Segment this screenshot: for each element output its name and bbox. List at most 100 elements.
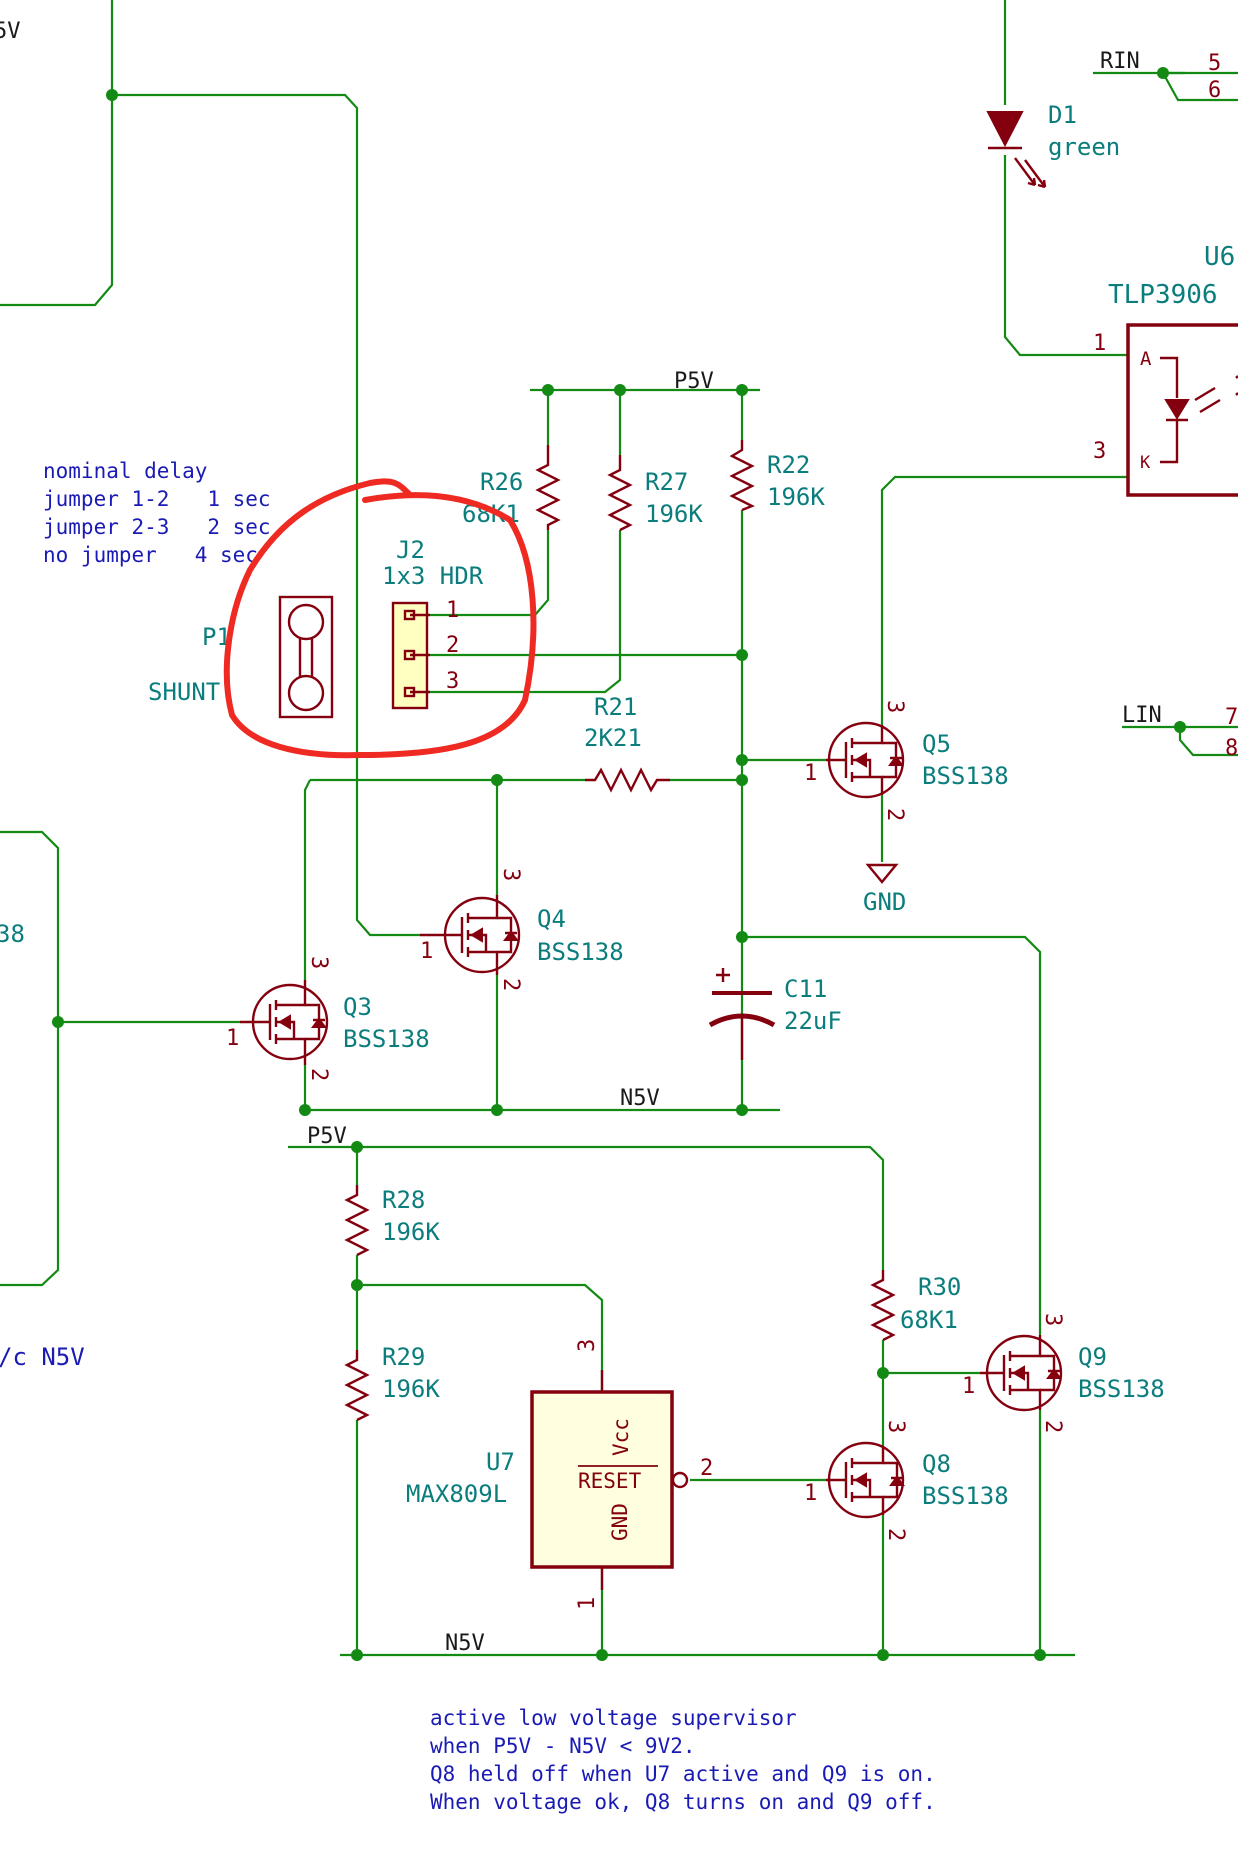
wire-p5v-bottom	[288, 1145, 885, 1270]
junctions	[52, 67, 1186, 1661]
pin-rin-5: 5	[1208, 51, 1221, 76]
j2-pin2: 2	[446, 633, 459, 658]
resistor-r30[interactable]: R30 68K1	[870, 1270, 961, 1342]
supervisor-note-line-4: When voltage ok, Q8 turns on and Q9 off.	[430, 1790, 936, 1814]
net-label-p5v-top: P5V	[674, 369, 714, 394]
r29-ref: R29	[382, 1343, 425, 1371]
q4-pin-source: 2	[498, 978, 523, 991]
r22-ref: R22	[767, 451, 810, 479]
net-label-5v: 5V	[0, 19, 21, 44]
q4-ref: Q4	[537, 905, 566, 933]
q4-value: BSS138	[537, 938, 624, 966]
delay-note: nominal delay jumper 1-2 1 sec jumper 2-…	[43, 459, 271, 567]
gnd-label: GND	[863, 888, 906, 916]
q4-pin-drain: 3	[498, 868, 523, 881]
c11-ref: C11	[784, 975, 827, 1003]
q9-ref: Q9	[1078, 1343, 1107, 1371]
resistor-r21[interactable]: R21 2K21	[584, 693, 670, 793]
optocoupler-u6[interactable]: U6 TLP3906 1 3 A K	[1093, 242, 1238, 497]
r30-ref: R30	[918, 1273, 961, 1301]
supervisor-note-line-2: when P5V - N5V < 9V2.	[430, 1734, 696, 1758]
j2-ref: J2	[396, 536, 425, 564]
header-j2[interactable]: J2 1x3 HDR 1 2 3	[382, 536, 484, 710]
u7-gnd: GND	[608, 1503, 632, 1541]
highlight-circle	[223, 478, 537, 759]
q3-pin-source: 2	[306, 1068, 331, 1081]
q8-pin-drain: 3	[883, 1420, 908, 1433]
led-d1[interactable]: D1 green	[986, 101, 1120, 189]
p1-value: SHUNT	[148, 678, 220, 706]
mosfet-q5[interactable]: 1 3 2 Q5 BSS138	[804, 700, 1009, 821]
resistor-r27[interactable]: R27 196K	[607, 455, 703, 532]
r21-value: 2K21	[584, 724, 642, 752]
r27-value: 196K	[645, 500, 703, 528]
c11-value: 22uF	[784, 1007, 842, 1035]
q5-pin-source: 2	[882, 808, 907, 821]
q5-pin-gate: 1	[804, 761, 817, 786]
resistor-r22[interactable]: R22 196K	[729, 440, 825, 512]
q3-ref: Q3	[343, 993, 372, 1021]
net-label-p5v-bottom: P5V	[307, 1124, 347, 1149]
u7-value: MAX809L	[406, 1480, 507, 1508]
supervisor-note-line-1: active low voltage supervisor	[430, 1706, 797, 1730]
r28-value: 196K	[382, 1218, 440, 1246]
pin-lin-7: 7	[1225, 705, 1238, 730]
u6-pin1: 1	[1093, 331, 1106, 356]
q9-pin-drain: 3	[1040, 1313, 1065, 1326]
q8-ref: Q8	[922, 1450, 951, 1478]
j2-value: 1x3 HDR	[382, 562, 484, 590]
u7-reset: RESET	[578, 1469, 642, 1493]
capacitor-c11[interactable]: C11 22uF	[708, 968, 842, 1060]
q3-pin-drain: 3	[306, 956, 331, 969]
r28-ref: R28	[382, 1186, 425, 1214]
q4-pin-gate: 1	[420, 939, 433, 964]
j2-pin3: 3	[446, 669, 459, 694]
gnd-symbol: GND	[863, 863, 906, 916]
u7-ref: U7	[486, 1448, 515, 1476]
net-label-vc-n5v: /c N5V	[0, 1343, 85, 1371]
r27-ref: R27	[645, 468, 688, 496]
edge-label-38: 38	[0, 920, 25, 948]
j2-pin1: 1	[446, 598, 459, 623]
wire-top-to-q4	[112, 93, 420, 937]
delay-note-line-1: nominal delay	[43, 459, 207, 483]
u6-pin-k: K	[1140, 453, 1151, 473]
q9-pin-source: 2	[1040, 1420, 1065, 1433]
r21-ref: R21	[594, 693, 637, 721]
supervisor-u7[interactable]: U7 MAX809L 3 1 2 Vcc GND RESET	[406, 1339, 713, 1610]
supervisor-note-line-3: Q8 held off when U7 active and Q9 is on.	[430, 1762, 936, 1786]
mosfet-q9[interactable]: 1 3 2 Q9 BSS138	[962, 1313, 1165, 1433]
q8-pin-gate: 1	[804, 1481, 817, 1506]
delay-note-line-3: jumper 2-3 2 sec	[43, 515, 271, 539]
net-label-lin: LIN	[1122, 703, 1162, 728]
u7-pin2: 2	[700, 1456, 713, 1481]
mosfet-q3[interactable]: 1 3 2 Q3 BSS138	[226, 956, 430, 1081]
mosfet-q8[interactable]: 1 3 2 Q8 BSS138	[804, 1420, 1009, 1541]
r26-ref: R26	[480, 468, 523, 496]
d1-ref: D1	[1048, 101, 1077, 129]
u6-pin3: 3	[1093, 439, 1106, 464]
shunt-p1[interactable]: P1 SHUNT	[148, 595, 334, 719]
net-label-n5v-mid: N5V	[620, 1086, 660, 1111]
net-label-n5v-bottom: N5V	[445, 1631, 485, 1656]
resistor-r29[interactable]: R29 196K	[344, 1343, 440, 1422]
q5-ref: Q5	[922, 730, 951, 758]
supervisor-note: active low voltage supervisor when P5V -…	[430, 1706, 936, 1814]
delay-note-line-2: jumper 1-2 1 sec	[43, 487, 271, 511]
q5-value: BSS138	[922, 762, 1009, 790]
q9-value: BSS138	[1078, 1375, 1165, 1403]
r22-value: 196K	[767, 483, 825, 511]
net-label-rin: RIN	[1100, 49, 1140, 74]
u6-value: TLP3906	[1108, 280, 1218, 310]
q3-value: BSS138	[343, 1025, 430, 1053]
d1-value: green	[1048, 133, 1120, 161]
mosfet-q4[interactable]: 1 3 2 Q4 BSS138	[420, 868, 624, 991]
resistor-r28[interactable]: R28 196K	[344, 1185, 440, 1257]
u7-pin3: 3	[575, 1339, 600, 1352]
r30-value: 68K1	[900, 1306, 958, 1334]
q8-pin-source: 2	[883, 1528, 908, 1541]
wire-left-top	[0, 0, 114, 307]
u7-pin1: 1	[575, 1597, 600, 1610]
u6-ref: U6	[1204, 242, 1235, 272]
